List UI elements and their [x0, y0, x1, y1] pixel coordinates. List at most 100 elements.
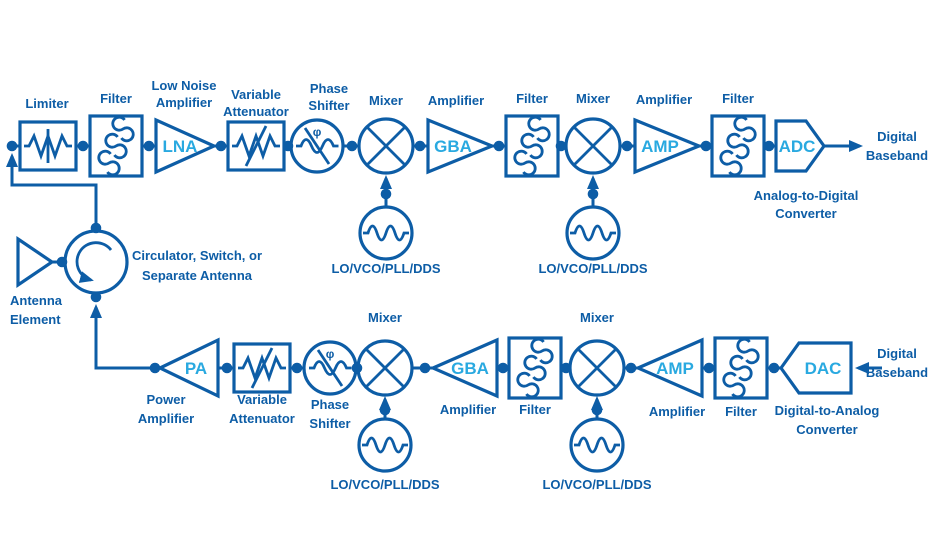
mixer-label: Mixer	[369, 93, 403, 108]
mixer-x-icon	[577, 348, 617, 388]
rx-gba-block: GBA Amplifier	[426, 93, 497, 175]
digital-baseband-line2: Baseband	[866, 365, 928, 380]
mixer-label: Mixer	[576, 91, 610, 106]
amp-text: AMP	[641, 137, 679, 156]
gba-text: GBA	[434, 137, 472, 156]
amplifier-triangle-icon	[634, 337, 704, 399]
attenuator-label-line2: Attenuator	[223, 104, 289, 119]
mixer-x-icon	[573, 126, 613, 166]
mixer-x-icon	[366, 126, 406, 166]
dac-label-line2: Converter	[796, 422, 857, 437]
rx-filter3-block: Filter	[710, 91, 766, 177]
phi-symbol: φ	[326, 347, 335, 361]
tx-mixer2-block: Mixer	[568, 310, 626, 397]
attenuator-label-line1: Variable	[237, 392, 287, 407]
tx-gba-block: GBA Amplifier	[429, 337, 499, 417]
circulator-label-line1: Circulator, Switch, or	[132, 248, 262, 263]
mixer-label: Mixer	[368, 310, 402, 325]
rx-lna-block: LNA Low Noise Amplifier	[151, 78, 218, 175]
lna-label-line2: Amplifier	[156, 95, 212, 110]
phase-shifter-slash-icon	[303, 127, 331, 165]
junction-dots	[6, 140, 780, 416]
attenuator-slash-icon	[244, 125, 268, 167]
rx-mixer2-block: Mixer	[564, 91, 622, 175]
limiter-label: Limiter	[25, 96, 68, 111]
rx-feed-wire	[5, 153, 98, 229]
amplifier-label: Amplifier	[649, 404, 705, 419]
circulator-label-line2: Separate Antenna	[142, 268, 253, 283]
amplifier-triangle-icon	[426, 117, 497, 175]
filter-label: Filter	[519, 402, 551, 417]
tx-input-label: Digital Baseband	[866, 346, 928, 380]
tx-phase-shifter-block: φ Phase Shifter	[302, 340, 358, 431]
lo-label: LO/VCO/PLL/DDS	[542, 477, 651, 492]
lo-label: LO/VCO/PLL/DDS	[331, 261, 440, 276]
circulator-rotation-icon	[75, 241, 113, 283]
rx-lo1-block: LO/VCO/PLL/DDS	[331, 205, 441, 276]
filter-label: Filter	[722, 91, 754, 106]
lo-label: LO/VCO/PLL/DDS	[330, 477, 439, 492]
tx-filter1-block: Filter	[507, 337, 563, 417]
phase-shifter-label-line1: Phase	[311, 397, 349, 412]
adc-pentagon-icon	[774, 119, 826, 173]
rx-lo2-block: LO/VCO/PLL/DDS	[538, 205, 648, 276]
rx-adc-block: ADC Analog-to-Digital Converter	[754, 119, 858, 221]
filter-label: Filter	[516, 91, 548, 106]
amplifier-label: Amplifier	[636, 92, 692, 107]
lo-label: LO/VCO/PLL/DDS	[538, 261, 647, 276]
lna-text: LNA	[163, 137, 198, 156]
attenuator-label-line2: Attenuator	[229, 411, 295, 426]
tx-lo2-block: LO/VCO/PLL/DDS	[542, 417, 652, 492]
tx-amp-block: AMP Amplifier	[634, 337, 705, 419]
digital-baseband-line2: Baseband	[866, 148, 928, 163]
phase-shifter-label-line2: Shifter	[309, 416, 350, 431]
adc-text: ADC	[779, 137, 816, 156]
rx-amp-block: AMP Amplifier	[633, 92, 704, 175]
digital-baseband-line1: Digital	[877, 129, 917, 144]
tx-dac-block: DAC Digital-to-Analog Converter	[775, 341, 880, 437]
rx-phase-shifter-block: φ Phase Shifter	[289, 81, 350, 174]
dac-pentagon-icon	[779, 341, 853, 395]
phi-symbol: φ	[313, 125, 322, 139]
rx-attenuator-block: Variable Attenuator	[223, 87, 289, 172]
filter-label: Filter	[100, 91, 132, 106]
circulator-block: Circulator, Switch, or Separate Antenna	[63, 229, 262, 295]
phase-shifter-label-line2: Shifter	[308, 98, 349, 113]
rx-output-label: Digital Baseband	[866, 129, 928, 163]
tx-attenuator-block: Variable Attenuator	[229, 342, 295, 426]
amplifier-label: Amplifier	[428, 93, 484, 108]
amplifier-triangle-icon	[156, 337, 220, 399]
gba-text: GBA	[451, 359, 489, 378]
antenna-label-line2: Element	[10, 312, 61, 327]
rx-filter2-block: Filter	[504, 91, 560, 177]
pa-text: PA	[185, 359, 207, 378]
mixer-x-icon	[365, 348, 405, 388]
lna-label-line1: Low Noise	[151, 78, 216, 93]
mixer-label: Mixer	[580, 310, 614, 325]
filter-label: Filter	[725, 404, 757, 419]
pa-label-line2: Amplifier	[138, 411, 194, 426]
dac-text: DAC	[805, 359, 842, 378]
adc-label-line2: Converter	[775, 206, 836, 221]
rx-limiter-block: Limiter	[18, 96, 78, 172]
attenuator-label-line1: Variable	[231, 87, 281, 102]
tx-mixer1-block: Mixer	[356, 310, 414, 397]
antenna-label-line1: Antenna	[10, 293, 63, 308]
tx-lo1-block: LO/VCO/PLL/DDS	[330, 417, 440, 492]
digital-baseband-line1: Digital	[877, 346, 917, 361]
rx-mixer1-block: Mixer	[357, 93, 415, 175]
phase-shifter-label-line1: Phase	[310, 81, 348, 96]
amplifier-triangle-icon	[633, 117, 704, 175]
antenna-icon	[16, 235, 55, 289]
dac-label-line1: Digital-to-Analog	[775, 403, 880, 418]
amplifier-triangle-icon	[429, 337, 499, 399]
tx-feed-wire	[90, 304, 155, 370]
rx-filter1-block: Filter	[88, 91, 144, 177]
tx-pa-block: PA Power Amplifier	[138, 337, 220, 426]
amplifier-label: Amplifier	[440, 402, 496, 417]
amp-text: AMP	[656, 359, 694, 378]
antenna-element-block: Antenna Element	[10, 235, 63, 327]
pa-label-line1: Power	[146, 392, 185, 407]
